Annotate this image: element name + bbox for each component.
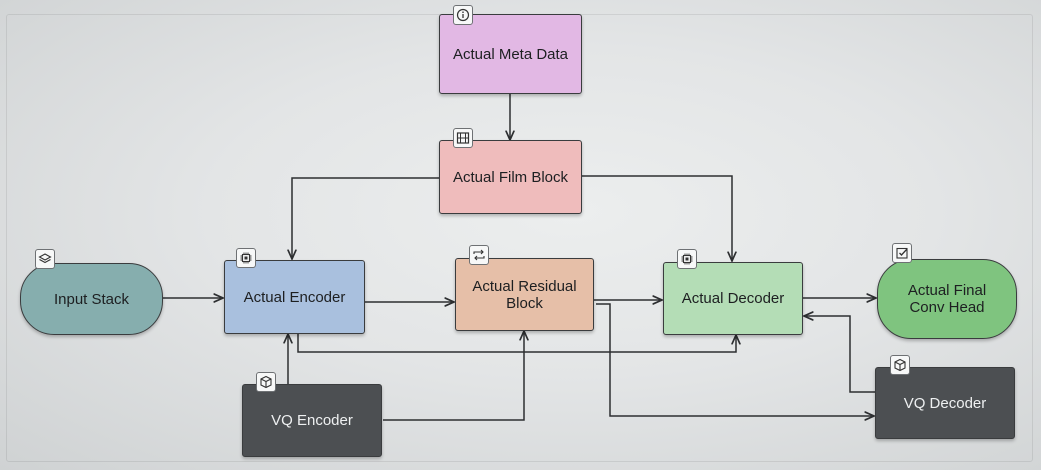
checkbox-icon <box>892 243 912 263</box>
node-input-stack-label: Input Stack <box>53 290 130 308</box>
node-encoder-label: Actual Encoder <box>243 288 346 306</box>
node-encoder[interactable]: Actual Encoder <box>224 260 365 334</box>
node-decoder[interactable]: Actual Decoder <box>663 262 803 335</box>
node-input-stack[interactable]: Input Stack <box>20 263 163 335</box>
cube-icon <box>890 355 910 375</box>
node-film-block[interactable]: Actual Film Block <box>439 140 582 214</box>
node-vq-encoder[interactable]: VQ Encoder <box>242 384 382 457</box>
repeat-icon <box>469 245 489 265</box>
edge-vq-decoder-to-decoder <box>804 316 876 393</box>
node-vq-encoder-label: VQ Encoder <box>271 412 353 429</box>
node-final-conv-head[interactable]: Actual Final Conv Head <box>877 259 1017 339</box>
node-meta-data-label: Actual Meta Data <box>452 45 569 63</box>
node-residual-block-label: Actual Residual Block <box>472 277 577 312</box>
node-residual-block[interactable]: Actual Residual Block <box>455 258 594 331</box>
chip-icon <box>236 248 256 268</box>
chip-icon <box>677 249 697 269</box>
node-film-block-label: Actual Film Block <box>452 168 569 186</box>
node-vq-decoder-label: VQ Decoder <box>903 394 987 412</box>
edge-vq-encoder-to-residual <box>383 331 524 421</box>
edge-residual-to-vq-decoder <box>596 303 874 416</box>
film-icon <box>453 128 473 148</box>
layers-icon <box>35 249 55 269</box>
edge-encoder-to-decoder-lower <box>297 334 736 353</box>
info-icon <box>453 5 473 25</box>
node-final-conv-head-label: Actual Final Conv Head <box>907 282 987 316</box>
edge-film-to-encoder <box>292 177 440 259</box>
edge-film-to-decoder <box>582 175 732 261</box>
node-decoder-label: Actual Decoder <box>681 290 785 307</box>
cube-icon <box>256 372 276 392</box>
node-vq-decoder[interactable]: VQ Decoder <box>875 367 1015 439</box>
node-meta-data[interactable]: Actual Meta Data <box>439 14 582 94</box>
